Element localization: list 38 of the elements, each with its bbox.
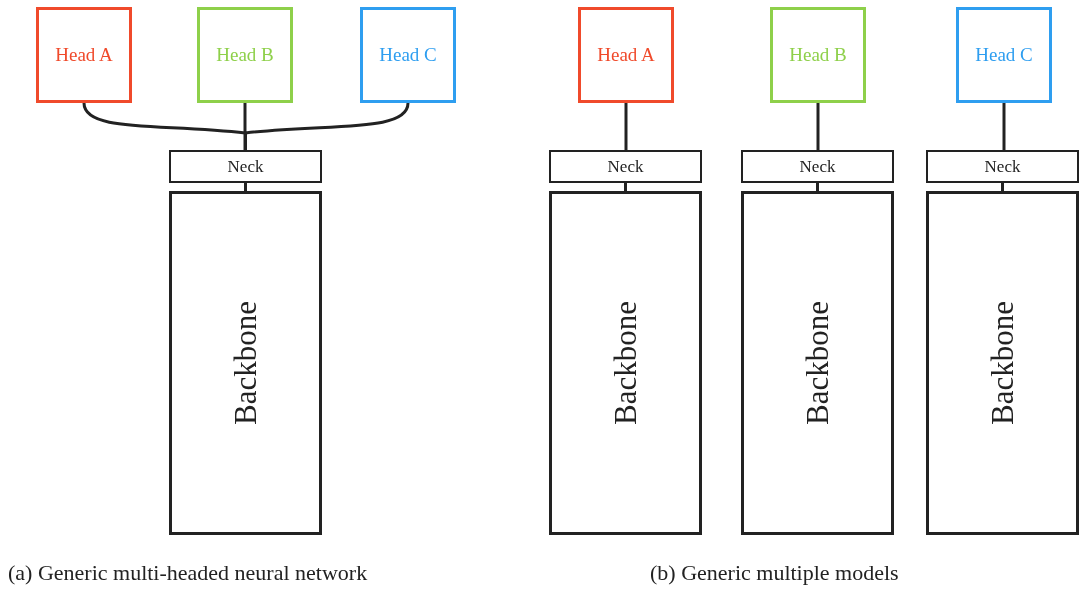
node-label: Neck	[799, 156, 836, 177]
backbone-box	[741, 191, 894, 535]
backbone-box	[926, 191, 1079, 535]
backbone-box	[549, 191, 702, 535]
node-label: Neck	[607, 156, 644, 177]
node-label: Backbone	[607, 301, 644, 425]
connector-line	[244, 183, 247, 191]
node-label: Backbone	[799, 301, 836, 425]
connector-line	[816, 183, 819, 191]
connector-line	[624, 103, 628, 150]
node-label: Backbone	[227, 301, 264, 425]
head-box	[578, 7, 674, 103]
connector-line	[1001, 183, 1004, 191]
node-label: Head B	[788, 43, 848, 67]
head-box	[956, 7, 1052, 103]
head-box	[360, 7, 456, 103]
connector-line	[244, 102, 410, 150]
neck-box	[741, 150, 894, 183]
head-box	[197, 7, 293, 103]
connector-line	[624, 183, 627, 191]
figure-caption: (b) Generic multiple models	[650, 560, 899, 586]
node-label: Head C	[378, 43, 438, 67]
backbone-box	[169, 191, 322, 535]
node-label: Head B	[215, 43, 275, 67]
node-label: Head A	[596, 43, 656, 67]
neck-box	[926, 150, 1079, 183]
neck-box	[549, 150, 702, 183]
head-box	[36, 7, 132, 103]
connector-line	[1002, 103, 1006, 150]
node-label: Neck	[227, 156, 264, 177]
node-label: Head C	[974, 43, 1034, 67]
node-label: Neck	[984, 156, 1021, 177]
node-label: Backbone	[984, 301, 1021, 425]
node-label: Head A	[54, 43, 114, 67]
neck-box	[169, 150, 322, 183]
figure-caption: (a) Generic multi-headed neural network	[8, 560, 368, 586]
head-box	[770, 7, 866, 103]
connector-line	[816, 103, 820, 150]
